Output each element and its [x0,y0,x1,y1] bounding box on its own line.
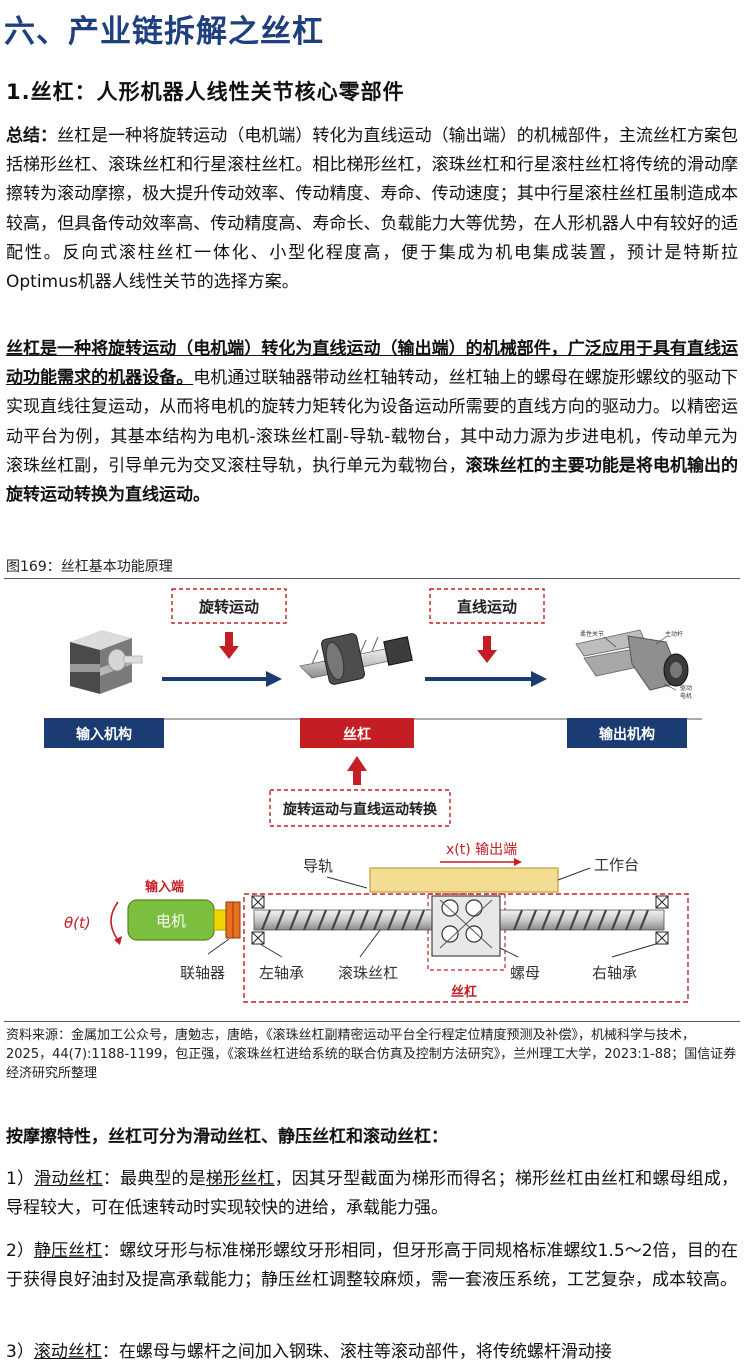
rotation-arc-head [114,936,122,945]
ball-screw-picture [299,633,413,685]
gripper-note-active-rod: 主动杆 [665,630,683,638]
linear-down-arrow [477,636,497,663]
coupling-leader [207,938,230,955]
input-end-label: 输入端 [145,879,184,895]
coupling-label: 联轴器 [180,964,225,982]
screw-thread [260,909,650,931]
output-arrow-head [531,671,547,687]
left-bearing-label: 左轴承 [259,964,304,982]
intro-paragraph: 丝杠是一种将旋转运动（电机端）转化为直线运动（输出端）的机械部件，广泛应用于具有… [6,335,738,510]
item-lead: ：最典型的是 [102,1169,206,1189]
linear-motion-label: 直线运动 [457,598,517,616]
item-text: ：螺纹牙形与标准梯形螺纹牙形相同，但牙形高于同规格标准螺纹1.5～2倍，目的在于… [6,1241,739,1291]
nut-dashed-box [427,893,506,971]
input-mechanism-label: 输入机构 [76,726,132,743]
item-prefix: 3） [6,1342,34,1362]
rotation-arc [110,901,119,941]
source-note: 资料来源：金属加工公众号，唐勉志，唐皓，《滚珠丝杠副精密运动平台全行程定位精度预… [6,1028,737,1081]
screw-assembly-dashed-box [243,893,689,1003]
right-bearing-leader [611,943,657,958]
item-sliding-screw: 1）滑动丝杠：最典型的是梯形丝杠，因其牙型截面为梯形而得名；梯形丝杠由丝杠和螺母… [6,1165,738,1223]
left-bearing-leader [259,943,283,958]
right-bearing-label: 右轴承 [592,964,637,982]
nut-ball-3 [441,925,459,943]
gripper-note-motor: 电机 [680,692,692,700]
work-table-label: 工作台 [594,856,639,874]
nut-ball-4 [465,925,483,943]
page-heading: 六、产业链拆解之丝杠 [4,14,324,50]
motor-label: 电机 [156,912,186,930]
item-text: ：在螺母与螺杆之间加入钢珠、滚柱等滚动部件，将传统螺杆滑动接 [101,1342,612,1362]
summary-label: 总结： [6,126,58,146]
stepper-motor-picture [70,630,143,694]
nut-label: 螺母 [510,964,540,982]
nut-cross-lines [439,899,493,949]
screw-box-label: 丝杠 [343,726,371,743]
item-text: ，因其牙型截面为梯形而得名；梯形丝杠由丝杠和螺母组成，导程较大，可在低速转动时实… [6,1169,739,1219]
output-mechanism-label: 输出机构 [599,726,655,743]
item-hydrostatic-screw: 2）静压丝杠：螺纹牙形与标准梯形螺纹牙形相同，但牙形高于同规格标准螺纹1.5～2… [6,1237,738,1295]
figure-top-rule [4,578,740,579]
nut-ball-2 [465,899,483,917]
screw-group-label: 丝杠 [451,984,477,1000]
summary-text: 丝杠是一种将旋转运动（电机端）转化为直线运动（输出端）的机械部件，主流丝杠方案包… [6,126,739,293]
figure-caption: 图169：丝杠基本功能原理 [6,559,173,575]
item-prefix: 2） [6,1241,34,1261]
guide-rail-leader [326,876,368,889]
linear-motion-box [429,588,545,624]
right-bearing [655,895,669,945]
screw-box [300,718,414,748]
classification-heading-text: 按摩擦特性，丝杠可分为滑动丝杠、静压丝杠和滚动丝杠： [6,1127,448,1147]
rotary-motion-box [171,588,287,624]
gripper-picture [575,629,689,691]
convert-up-arrow [347,756,367,785]
screw-principle-figure: 旋转运动 直线运动 柔性关节 主动杆 驱动 电机 [44,588,702,1003]
work-table [369,867,559,893]
output-end-arrow-head [514,858,522,866]
rotary-motion-label: 旋转运动 [198,598,259,616]
classification-heading: 按摩擦特性，丝杠可分为滑动丝杠、静压丝杠和滚动丝杠： [6,1123,738,1152]
output-end-label: x(t) 输出端 [446,842,517,858]
input-mechanism-box [44,718,164,748]
ball-screw-label: 滚珠丝杠 [338,964,398,982]
gripper-note-drive: 驱动 [680,685,692,692]
summary-paragraph: 总结：丝杠是一种将旋转运动（电机端）转化为直线运动（输出端）的机械部件，主流丝杠… [6,122,738,297]
item-term: 滑动丝杠 [34,1169,103,1189]
intro-body: 电机通过联轴器带动丝杠轴转动，丝杠轴上的螺母在螺旋形螺纹的驱动下实现直线往复运动… [6,368,739,476]
nut-ball-1 [441,899,459,917]
item-term: 静压丝杠 [33,1241,103,1261]
figure-bottom-rule [4,1021,740,1022]
ball-screw-leader [359,929,381,958]
nut-leader [499,947,519,958]
intro-bold-lead: 丝杠是一种将旋转运动（电机端）转化为直线运动（输出端）的机械部件，广泛应用于具有… [6,339,738,389]
item-rolling-screw: 3）滚动丝杠：在螺母与螺杆之间加入钢珠、滚柱等滚动部件，将传统螺杆滑动接 [6,1338,738,1367]
input-arrow-head [266,671,282,687]
left-bearing [251,895,265,945]
convert-label: 旋转运动与直线运动转换 [282,801,438,818]
motor-shaft [213,909,227,931]
output-mechanism-box [567,718,687,748]
convert-box [269,789,451,827]
item-term: 滚动丝杠 [33,1342,102,1362]
section-heading: 1.丝杠：人形机器人线性关节核心零部件 [6,80,405,104]
theta-label: θ(t) [64,914,91,932]
item-term-secondary: 梯形丝杠 [205,1169,275,1189]
item-prefix: 1） [6,1169,35,1189]
rotary-down-arrow [219,632,239,659]
work-table-leader [557,867,591,881]
gripper-note-flexible-joint: 柔性关节 [580,630,604,638]
intro-bold-tail: 滚珠丝杠的主要功能是将电机输出的旋转运动转换为直线运动。 [6,455,739,506]
guide-rail-label: 导轨 [303,857,333,875]
